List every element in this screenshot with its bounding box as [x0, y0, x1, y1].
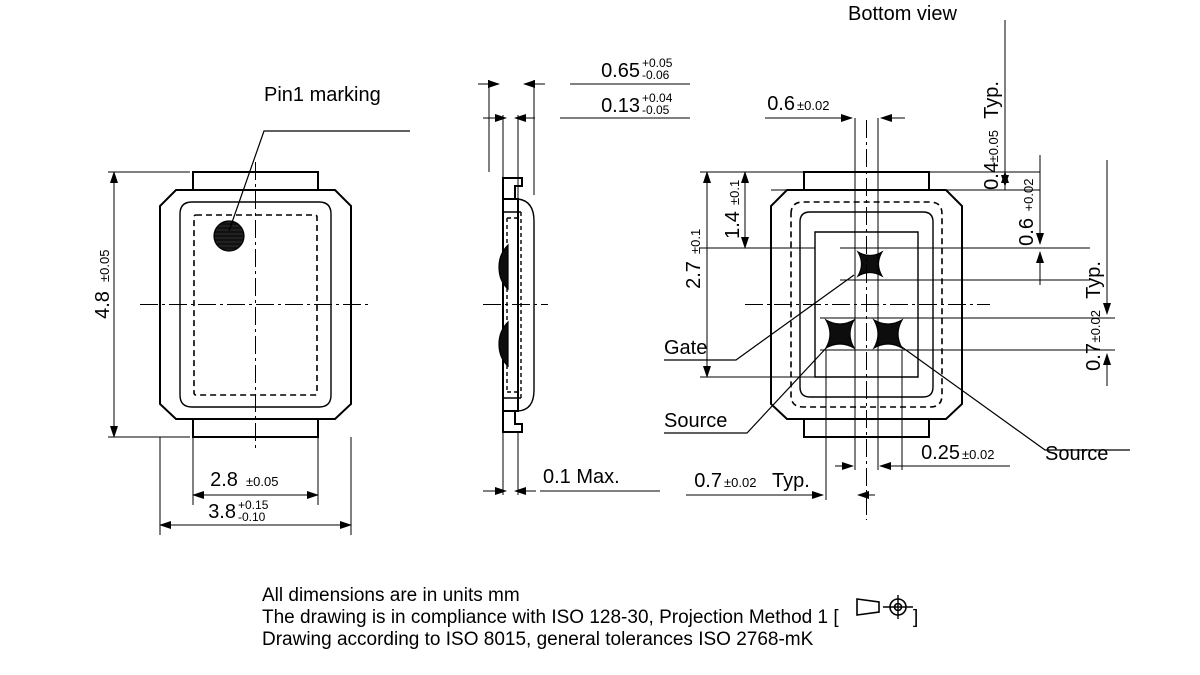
- dim-lead-thickness-tol-lower: -0.05: [642, 103, 670, 117]
- label-gate: Gate: [664, 337, 707, 359]
- dim-inner-height: 1.4 ±0.1: [722, 171, 749, 249]
- dim-edge-typ-tol: ±0.05: [986, 130, 1001, 162]
- dim-pitch-x-typ: 0.7 ±0.02 Typ.: [686, 470, 875, 499]
- notes-block: All dimensions are in units mm The drawi…: [262, 585, 918, 650]
- dim-inner-width-tol: ±0.05: [246, 474, 278, 489]
- callout-gate: Gate: [664, 274, 855, 361]
- label-source-right: Source: [1045, 443, 1108, 465]
- callout-source-left: Source: [664, 344, 830, 434]
- dim-total-thickness-value: 0.65: [601, 60, 640, 82]
- dim-lead-thickness-tol-upper: +0.04: [642, 91, 673, 105]
- bottom-view-pads: [824, 250, 904, 350]
- dim-pad-height-value: 0.6: [1016, 218, 1038, 246]
- dim-coplanarity-label: 0.1 Max.: [543, 466, 620, 488]
- dim-overall-height: 2.7 ±0.1: [683, 171, 711, 378]
- top-view-group: Pin1 marking 4.8 ±0.05 2.8 ±0.05 3.8: [92, 84, 410, 535]
- dim-top-view-outer-width: 3.8 +0.15 -0.10: [159, 437, 352, 535]
- dim-lead-thickness-value: 0.13: [601, 95, 640, 117]
- dim-side-lead-thickness: 0.13 +0.04 -0.05: [483, 91, 690, 199]
- dim-gap: 0.25 ±0.02: [835, 442, 1010, 470]
- dim-total-thickness-tol-lower: -0.06: [642, 68, 670, 82]
- dim-overall-height-value: 2.7: [683, 261, 705, 289]
- dim-overall-height-tol: ±0.1: [688, 229, 703, 254]
- note-line-3: Drawing according to ISO 8015, general t…: [262, 629, 814, 650]
- first-angle-projection-symbol: [856, 595, 913, 619]
- pin1-marking-callout: Pin1 marking: [228, 84, 410, 232]
- dim-pitch-x-typ-suffix: Typ.: [772, 470, 810, 492]
- pin1-marking-dot: [213, 220, 245, 252]
- dim-pad-height: +0.02 0.6: [1016, 155, 1044, 285]
- dim-side-coplanarity: 0.1 Max.: [483, 432, 660, 495]
- dim-top-view-height: 4.8 ±0.05: [92, 171, 190, 438]
- dim-outer-width-tol-lower: -0.10: [238, 510, 266, 524]
- dim-gap-value: 0.25: [921, 442, 960, 464]
- dim-edge-typ: Typ. ±0.05 0.4: [981, 20, 1009, 190]
- note-bracket-close: ]: [913, 607, 918, 628]
- dim-side-total-thickness: 0.65 +0.05 -0.06: [478, 56, 690, 195]
- dim-pitch-y-typ-value: 0.7: [1083, 343, 1105, 371]
- pad-source-right: [872, 318, 904, 350]
- dim-top-view-inner-width: 2.8 ±0.05: [192, 437, 319, 505]
- dim-edge-typ-suffix: Typ.: [981, 81, 1003, 119]
- dim-pitch-y-typ: Typ. ±0.02 0.7: [1083, 160, 1111, 386]
- dim-pitch-x-typ-value: 0.7: [694, 470, 722, 492]
- dim-total-thickness-tol-upper: +0.05: [642, 56, 673, 70]
- dim-inner-width-value: 2.8: [210, 469, 238, 491]
- dim-pad-pitch-x-value: 0.6: [767, 93, 795, 115]
- dim-gap-tol: ±0.02: [962, 447, 994, 462]
- dim-pitch-y-typ-tol: ±0.02: [1088, 310, 1103, 342]
- dim-outer-width-tol-upper: +0.15: [238, 498, 269, 512]
- label-source-left: Source: [664, 410, 727, 432]
- pin1-marking-label: Pin1 marking: [264, 84, 381, 106]
- note-line-1: All dimensions are in units mm: [262, 585, 520, 606]
- dim-inner-height-value: 1.4: [722, 211, 744, 239]
- dim-pitch-y-typ-suffix: Typ.: [1083, 261, 1105, 299]
- dim-edge-typ-value: 0.4: [981, 162, 1003, 190]
- dim-height-value: 4.8: [92, 291, 114, 319]
- dim-pitch-x-typ-tol: ±0.02: [724, 475, 756, 490]
- note-line-2: The drawing is in compliance with ISO 12…: [262, 607, 839, 628]
- dim-outer-width-value: 3.8: [208, 501, 236, 523]
- callout-source-right: Source: [898, 344, 1130, 465]
- bottom-view-projection-lines: [700, 118, 1115, 500]
- bottom-view-title: Bottom view: [848, 3, 957, 25]
- dim-pad-pitch-x: 0.6 ±0.02: [765, 93, 905, 122]
- dim-pad-pitch-x-tol: ±0.02: [797, 98, 829, 113]
- side-view-group: 0.65 +0.05 -0.06 0.13 +0.04 -0.05 0.1 Ma…: [478, 56, 690, 495]
- dim-height-tol: ±0.05: [97, 250, 112, 282]
- dim-inner-height-tol: ±0.1: [727, 180, 742, 205]
- pad-source-left: [824, 318, 856, 350]
- dim-pad-height-tol: +0.02: [1021, 179, 1036, 212]
- bottom-view-group: Bottom view: [664, 3, 1130, 520]
- pad-gate: [856, 250, 884, 278]
